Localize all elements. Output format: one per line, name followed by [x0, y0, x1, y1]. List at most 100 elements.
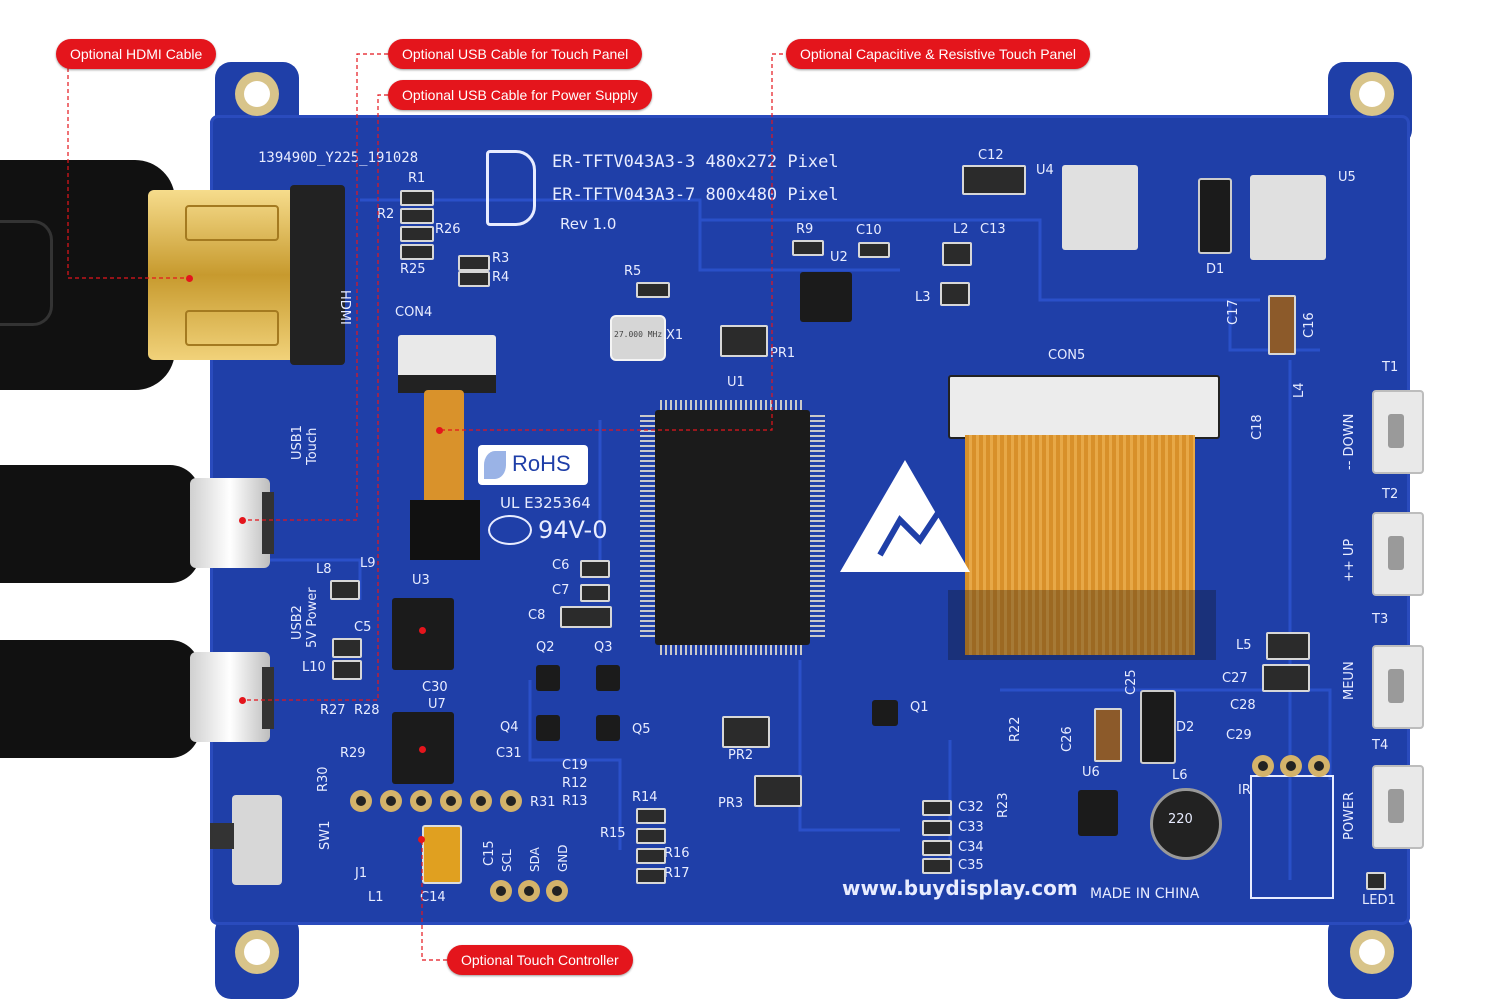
- l9-designator: L9: [360, 556, 376, 571]
- c12-capacitor: [962, 165, 1026, 195]
- t1-designator: T1: [1382, 360, 1399, 375]
- header-pin-icon: [350, 790, 372, 812]
- r9-designator: R9: [796, 222, 814, 237]
- c27-capacitor: [1262, 664, 1310, 692]
- hdmi-plug-window-icon: [185, 205, 279, 241]
- q1-designator: Q1: [910, 700, 929, 715]
- usb-touch-port-icon: [262, 492, 274, 554]
- t3-menu-button[interactable]: [1372, 645, 1424, 729]
- c6-designator: C6: [552, 558, 570, 573]
- c35-designator: C35: [958, 858, 984, 873]
- esd-warning-icon: [840, 460, 970, 572]
- c10-designator: C10: [856, 223, 882, 238]
- usb-touch-callout-dot: [239, 517, 246, 524]
- header-pin-icon: [500, 790, 522, 812]
- usb-power-callout-dot: [239, 697, 246, 704]
- usb-touch-cable: [0, 465, 200, 583]
- x1-crystal: [610, 315, 666, 361]
- sw1-knob[interactable]: [210, 823, 234, 849]
- touch-panel-callout-dot: [436, 427, 443, 434]
- u4-regulator: [1062, 165, 1138, 250]
- u1-pin-col: [640, 415, 655, 640]
- con4-latch: [398, 375, 496, 393]
- model-line-1: ER-TFTV043A3-3 480x272 Pixel: [552, 152, 839, 172]
- header-pin-icon: [470, 790, 492, 812]
- t2-up-button[interactable]: [1372, 512, 1424, 596]
- l2-inductor: [942, 242, 972, 266]
- l10-designator: L10: [302, 660, 326, 675]
- r14-resistor: [636, 808, 666, 824]
- c5-designator: C5: [354, 620, 372, 635]
- pr1-designator: PR1: [770, 346, 796, 361]
- sda-pin-icon: [518, 880, 540, 902]
- hdmi-plug: [148, 190, 298, 360]
- t4-designator: T4: [1372, 738, 1389, 753]
- c32-capacitor: [922, 800, 952, 816]
- c7-capacitor: [580, 584, 610, 602]
- q1-transistor: [872, 700, 898, 726]
- c34-designator: C34: [958, 840, 984, 855]
- header-pin-icon: [380, 790, 402, 812]
- gnd-pin-icon: [546, 880, 568, 902]
- model-line-2: ER-TFTV043A3-7 800x480 Pixel: [552, 185, 839, 205]
- x1-designator: X1: [666, 328, 684, 343]
- r25-designator: R25: [400, 262, 426, 277]
- r9-resistor: [792, 240, 824, 256]
- flammability-rating: 94V-0: [538, 516, 608, 544]
- pr3-designator: PR3: [718, 796, 744, 811]
- c13-designator: C13: [980, 222, 1006, 237]
- c12-designator: C12: [978, 148, 1004, 163]
- led1-indicator: [1366, 872, 1386, 890]
- u2-designator: U2: [830, 250, 848, 265]
- hdmi-cable-callout: Optional HDMI Cable: [56, 39, 217, 69]
- c10-capacitor: [858, 242, 890, 258]
- con4-designator: CON4: [395, 305, 433, 320]
- r15-designator: R15: [600, 826, 626, 841]
- t1-down-button[interactable]: [1372, 390, 1424, 474]
- website-label: www.buydisplay.com: [842, 876, 1078, 900]
- ir-pin-icon: [1308, 755, 1330, 777]
- c7-designator: C7: [552, 583, 570, 598]
- u5-regulator: [1250, 175, 1326, 260]
- r3-resistor: [458, 255, 490, 271]
- r28-designator: R28: [354, 703, 380, 718]
- r2-resistor: [400, 208, 434, 224]
- hdmi-cable: [0, 160, 175, 390]
- r25-resistor: [400, 244, 434, 260]
- c19-designator: C19: [562, 758, 588, 773]
- u7-designator: U7: [428, 697, 446, 712]
- sw1-slide-switch[interactable]: [232, 795, 282, 885]
- l10-inductor: [332, 660, 362, 680]
- rohs-badge: RoHS: [478, 445, 588, 485]
- l3-inductor: [940, 282, 970, 306]
- t2-designator: T2: [1382, 487, 1399, 502]
- r4-designator: R4: [492, 270, 510, 285]
- usb-power-callout: Optional USB Cable for Power Supply: [388, 80, 652, 110]
- r26-designator: R26: [435, 222, 461, 237]
- c34-capacitor: [922, 840, 952, 856]
- rohs-text: RoHS: [512, 451, 571, 476]
- u6-ic: [1078, 790, 1118, 836]
- l5-designator: L5: [1236, 638, 1252, 653]
- q3-designator: Q3: [594, 640, 613, 655]
- ul-mark-icon: [488, 515, 532, 545]
- q2-transistor: [536, 665, 560, 691]
- hdmi-callout-dot: [186, 275, 193, 282]
- con5-designator: CON5: [1048, 348, 1086, 363]
- mount-hole-icon: [235, 72, 279, 116]
- c8-designator: C8: [528, 608, 546, 623]
- r15-resistor: [636, 828, 666, 844]
- c29-designator: C29: [1226, 728, 1252, 743]
- r4-resistor: [458, 271, 490, 287]
- ul-number: UL E325364: [500, 494, 591, 512]
- ir-pin-icon: [1252, 755, 1274, 777]
- usb-touch-callout: Optional USB Cable for Touch Panel: [388, 39, 643, 69]
- q4-transistor: [536, 715, 560, 741]
- r5-designator: R5: [624, 264, 642, 279]
- t4-power-button[interactable]: [1372, 765, 1424, 849]
- lcd-flex-cable: [965, 435, 1195, 655]
- u3-ic: [392, 598, 454, 670]
- d2-diode: [1140, 690, 1176, 764]
